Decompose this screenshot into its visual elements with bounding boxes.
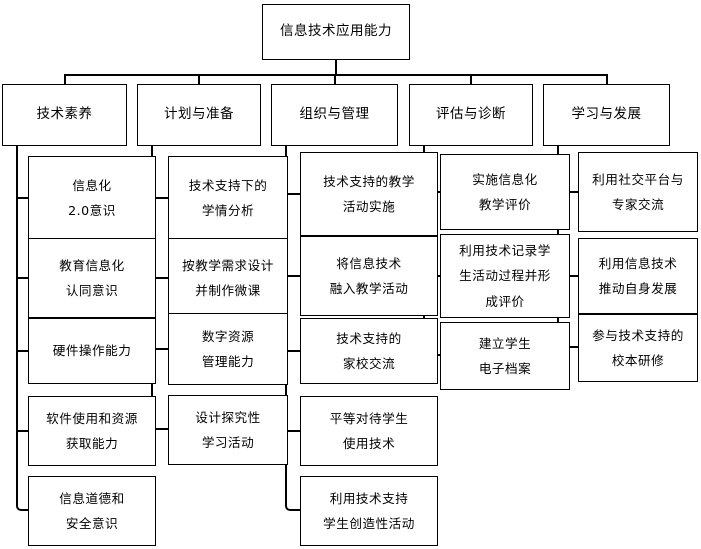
header-drop-connector [605, 74, 608, 84]
node-text-line: 校本研修 [611, 353, 665, 368]
leaf-node-c4-r3: 建立学生电子档案 [440, 322, 570, 390]
leaf-node-c2-r4: 设计探究性学习活动 [168, 395, 288, 465]
node-text-line: 并制作微课 [195, 283, 261, 298]
node-text-line: 教育信息化 [59, 257, 125, 273]
node-text-line: 设计探究性 [195, 409, 261, 425]
child-stub-connector [16, 197, 28, 199]
node-text-line: 2.0意识 [68, 203, 116, 218]
leaf-node-c3-r2: 将信息技术融入教学活动 [300, 236, 438, 316]
child-stub-connector [285, 350, 300, 352]
node-text-line: 学习活动 [201, 435, 255, 450]
leaf-node-c1-r4: 软件使用和资源获取能力 [28, 396, 156, 466]
child-stub-connector [151, 348, 168, 350]
node-text-line: 教学评价 [478, 197, 532, 212]
node-text-line: 获取能力 [65, 436, 119, 451]
leaf-node-c5-r3: 参与技术支持的校本研修 [578, 314, 698, 382]
node-text-line: 评估与诊断 [436, 106, 506, 123]
node-text-line: 硬件操作能力 [52, 343, 132, 359]
node-text-line: 技术支持的教学 [323, 173, 415, 189]
child-stub-connector [285, 275, 300, 277]
header-drop-connector [333, 74, 336, 84]
node-text-line: 软件使用和资源 [46, 410, 138, 426]
node-text-line: 信息道德和 [59, 490, 125, 506]
node-text-line: 生活动过程并形 [459, 268, 551, 284]
header-bus-connector [64, 74, 607, 76]
node-text-line: 安全意识 [65, 516, 119, 531]
node-text-line: 利用技术记录学 [459, 243, 551, 259]
node-text-line: 家校交流 [342, 356, 396, 371]
header-node-3: 组织与管理 [271, 84, 398, 146]
child-stub-connector [16, 430, 28, 432]
node-text-line: 认同意识 [65, 283, 119, 298]
header-node-5: 学习与发展 [543, 84, 670, 146]
node-text-line: 技术素养 [36, 106, 93, 123]
node-text-line: 使用技术 [342, 436, 396, 451]
node-text-line: 学情分析 [201, 203, 255, 218]
node-text-line: 技术支持的 [336, 330, 402, 346]
node-text-line: 技术支持下的 [188, 177, 268, 193]
child-stub-connector [16, 277, 28, 279]
leaf-node-c1-r2: 教育信息化认同意识 [28, 238, 156, 318]
node-text-line: 信息技术应用能力 [280, 23, 392, 40]
header-drop-connector [198, 74, 200, 84]
header-node-1: 技术素养 [2, 84, 127, 146]
node-text-line: 将信息技术 [336, 255, 402, 271]
child-stub-connector [151, 197, 168, 199]
leaf-node-c2-r2: 按教学需求设计并制作微课 [168, 238, 288, 318]
node-text-line: 利用技术支持 [329, 490, 409, 506]
node-text-line: 利用社交平台与 [592, 171, 684, 187]
header-node-4: 评估与诊断 [409, 84, 533, 146]
node-text-line: 组织与管理 [299, 106, 370, 123]
leaf-node-c4-r1: 实施信息化教学评价 [440, 154, 570, 230]
node-text-line: 管理能力 [201, 354, 255, 369]
leaf-node-c1-r5: 信息道德和安全意识 [28, 476, 156, 546]
node-text-line: 计划与准备 [164, 106, 234, 123]
child-stub-connector [285, 430, 300, 432]
header-node-2: 计划与准备 [137, 84, 261, 146]
node-text-line: 信息化 [72, 177, 112, 193]
node-text-line: 电子档案 [478, 361, 532, 376]
node-text-line: 推动自身发展 [598, 281, 678, 296]
root-node: 信息技术应用能力 [262, 4, 410, 60]
node-text-line: 成评价 [485, 293, 525, 309]
leaf-node-c3-r4: 平等对待学生使用技术 [300, 396, 438, 466]
root-drop-connector [335, 60, 337, 74]
leaf-node-c1-r3: 硬件操作能力 [28, 318, 156, 384]
header-drop-connector [63, 74, 66, 84]
leaf-node-c2-r3: 数字资源管理能力 [168, 313, 288, 385]
node-text-line: 按教学需求设计 [182, 257, 274, 273]
leaf-node-c1-r1: 信息化 2.0意识 [28, 156, 156, 240]
leaf-node-c3-r5: 利用技术支持学生创造性活动 [300, 476, 438, 546]
leaf-node-c3-r3: 技术支持的家校交流 [300, 318, 438, 384]
child-stub-connector [16, 350, 28, 352]
node-text-line: 平等对待学生 [329, 410, 409, 426]
node-text-line: 数字资源 [201, 328, 255, 344]
node-text-line: 实施信息化 [472, 171, 538, 187]
header-drop-connector [470, 74, 472, 84]
node-text-line: 利用信息技术 [598, 255, 678, 271]
node-text-line: 活动实施 [342, 199, 396, 214]
leaf-node-c3-r1: 技术支持的教学活动实施 [300, 152, 438, 236]
node-text-line: 专家交流 [611, 197, 665, 212]
child-stub-connector [285, 193, 300, 195]
leaf-node-c4-r2: 利用技术记录学生活动过程并形成评价 [440, 234, 570, 318]
leaf-node-c2-r1: 技术支持下的学情分析 [168, 156, 288, 240]
node-text-line: 参与技术支持的 [592, 327, 684, 343]
node-text-line: 学生创造性活动 [323, 516, 415, 531]
branch-spine-connector [16, 146, 28, 511]
node-text-line: 学习与发展 [571, 106, 642, 123]
node-text-line: 融入教学活动 [329, 281, 409, 296]
node-text-line: 建立学生 [478, 335, 532, 351]
leaf-node-c5-r2: 利用信息技术推动自身发展 [578, 238, 698, 314]
child-stub-connector [151, 277, 168, 279]
leaf-node-c5-r1: 利用社交平台与专家交流 [578, 152, 698, 232]
